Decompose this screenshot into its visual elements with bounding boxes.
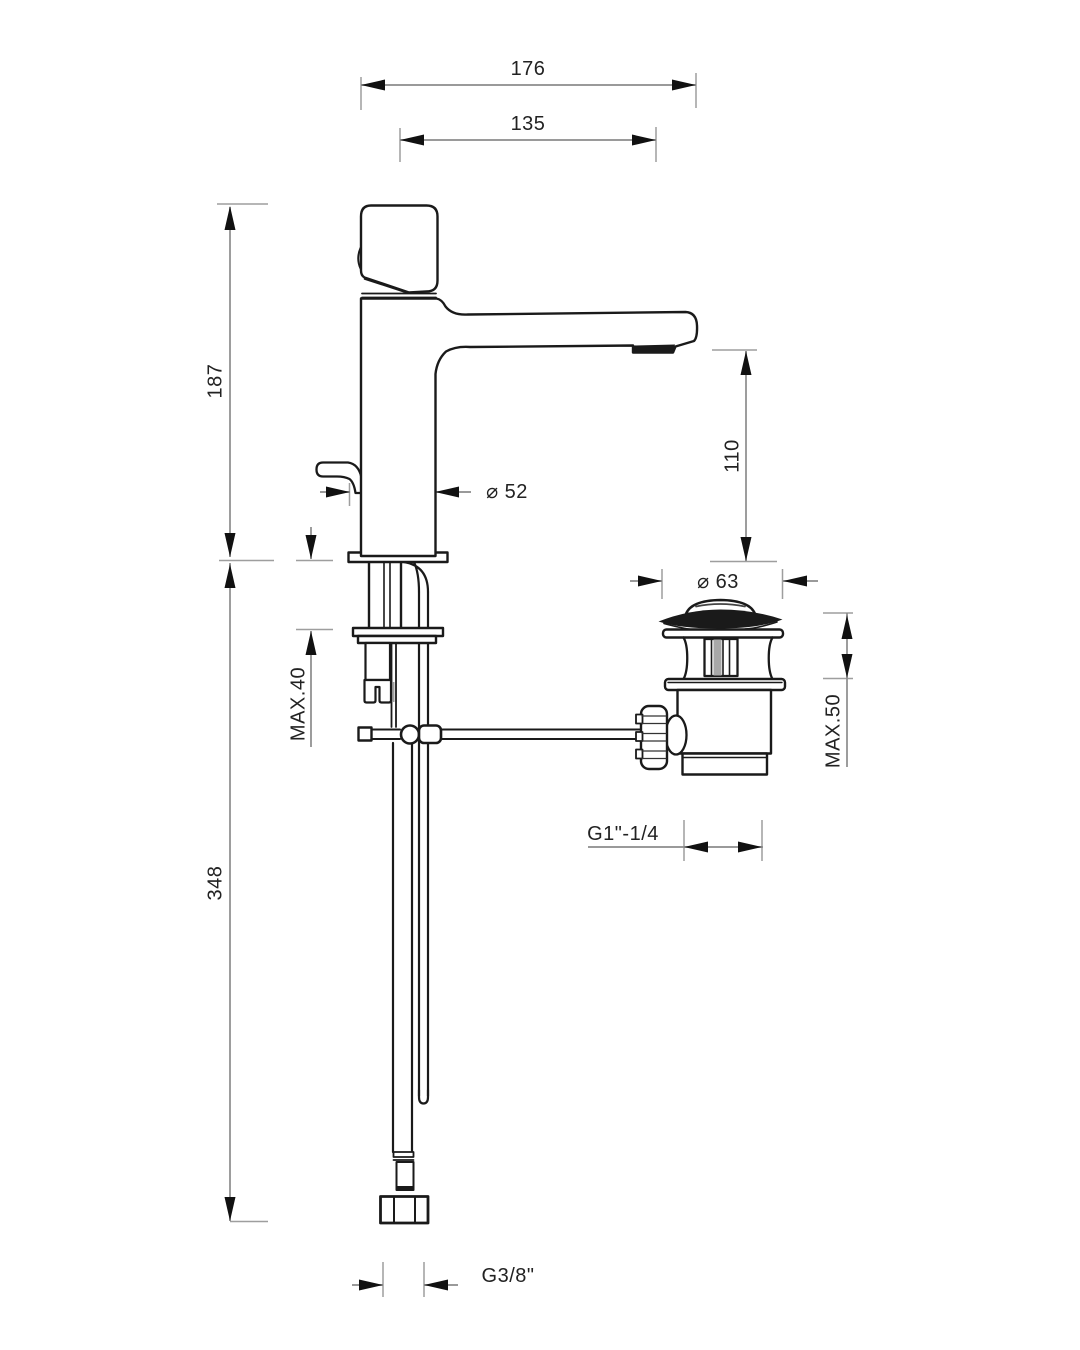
drain-assembly	[635, 598, 787, 776]
dim-label-max-thickness-mixer: MAX.40	[287, 666, 310, 742]
dim-label-base-diameter: ⌀ 52	[486, 481, 528, 503]
dim-label-spout-width: 135	[510, 113, 546, 135]
mixer-lever-handle	[359, 204, 439, 294]
dimension-arrows	[224, 79, 853, 1291]
mixer-under-deck-parts	[351, 560, 643, 1225]
aerator-outlet	[633, 344, 675, 353]
dim-label-drain-diameter: ⌀ 63	[697, 571, 739, 593]
dim-label-max-thickness-drain: MAX.50	[822, 693, 845, 769]
extension-lines	[217, 73, 853, 1297]
dim-label-body-height: 187	[204, 363, 227, 399]
dim-label-drain-thread: G1"-1/4	[587, 823, 659, 845]
dim-label-below-deck-length: 348	[204, 865, 227, 901]
dim-label-hose-thread: G3/8"	[481, 1265, 535, 1287]
dim-label-spout-height: 110	[721, 439, 744, 473]
mixer-body	[315, 204, 699, 564]
dim-label-overall-width: 176	[510, 58, 546, 80]
